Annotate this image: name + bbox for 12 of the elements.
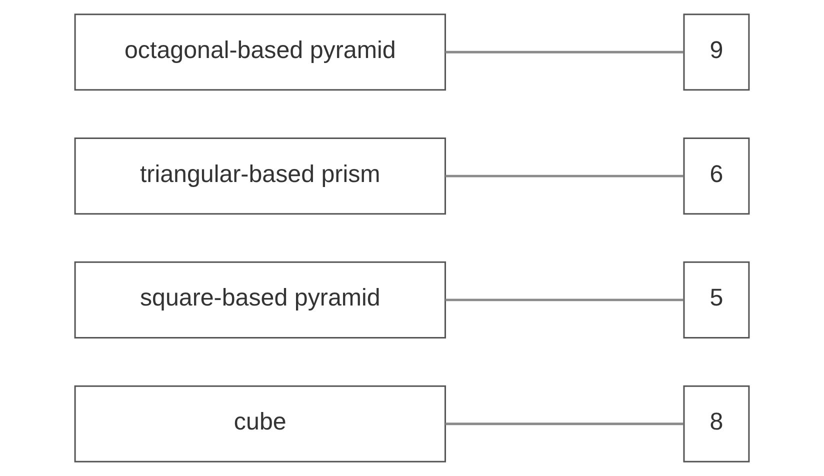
connector	[445, 174, 684, 178]
node-box: 6	[683, 138, 750, 215]
node-box: triangular-based prism	[74, 138, 446, 215]
node-box: 8	[683, 385, 750, 462]
node-box: 5	[683, 261, 750, 338]
node-box: square-based pyramid	[74, 261, 446, 338]
connector	[445, 50, 684, 54]
node-box: cube	[74, 385, 446, 462]
node-box: 9	[683, 14, 750, 91]
node-box: octagonal-based pyramid	[74, 14, 446, 91]
connector	[445, 298, 684, 302]
connector	[445, 422, 684, 426]
